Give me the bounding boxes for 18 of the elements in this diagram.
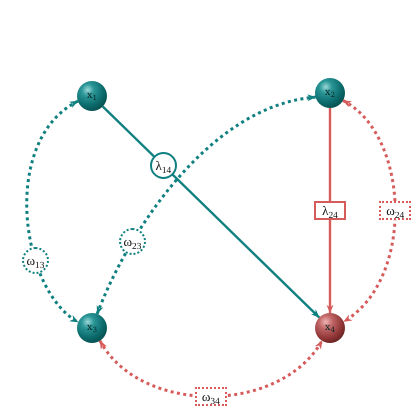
sphere-node [77, 81, 107, 111]
arrow [326, 108, 334, 314]
dotted-double-arrow [26, 100, 80, 324]
dotted-double-arrow [98, 340, 324, 398]
edge-label: λ$_{14}$ [150, 152, 177, 180]
node-label: x$_{2}$ [324, 88, 336, 98]
edge-label: λ$_{24}$ [314, 201, 346, 220]
sphere-node [315, 78, 345, 108]
sphere-node [77, 313, 107, 343]
edge-label: ω$_{34}$ [194, 386, 227, 406]
node-label: x$_{1}$ [86, 91, 98, 101]
dotted-double-arrow [342, 99, 397, 323]
sphere-node [315, 313, 345, 343]
edge-label: ω$_{13}$ [22, 247, 49, 274]
edge-label: ω$_{23}$ [118, 228, 146, 255]
node-label: x$_{4}$ [324, 323, 336, 333]
node-label: x$_{3}$ [86, 323, 98, 333]
edge-label: ω$_{24}$ [379, 201, 412, 220]
